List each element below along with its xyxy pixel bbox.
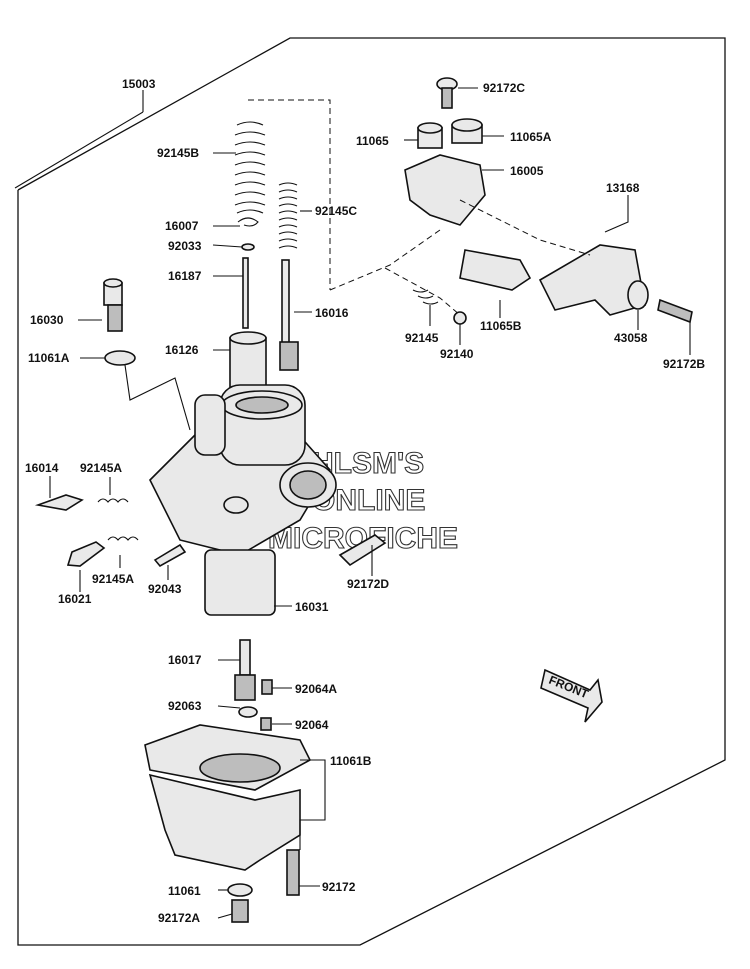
- label-11065: 11065: [356, 134, 389, 148]
- label-16187: 16187: [168, 269, 202, 283]
- label-13168: 13168: [606, 181, 640, 195]
- label-11065b: 11065B: [480, 319, 522, 333]
- assembly-line-1: [248, 99, 331, 290]
- label-92043: 92043: [148, 582, 182, 596]
- label-16007: 16007: [165, 219, 199, 233]
- screw-92172c: [436, 77, 458, 109]
- washer-11061a: [104, 350, 136, 366]
- assembly-line-3: [384, 267, 461, 316]
- assembly-line-4: [459, 199, 591, 256]
- cable-adjuster-16030: [103, 278, 123, 332]
- label-15003: 15003: [122, 77, 156, 91]
- throttle-stop-screw-16021: [66, 536, 139, 567]
- rod-16016: [281, 259, 290, 349]
- label-92145: 92145: [405, 331, 439, 345]
- label-16017: 16017: [168, 653, 202, 667]
- label-92172a: 92172A: [158, 911, 200, 925]
- cap-11065: [417, 122, 443, 149]
- assembly-line-2: [329, 229, 441, 291]
- label-16126: 16126: [165, 343, 199, 357]
- label-16021: 16021: [58, 592, 92, 606]
- washer-43058: [627, 280, 649, 310]
- part-labels: 15003 92172C 11065 11065A 16005 13168 92…: [25, 77, 705, 925]
- screw-92172b: [657, 298, 693, 324]
- label-11061a: 11061A: [28, 351, 70, 365]
- washer-92063: [238, 706, 258, 718]
- label-92172b: 92172B: [663, 357, 705, 371]
- label-92172: 92172: [322, 880, 356, 894]
- jet-needle-16187: [242, 257, 249, 329]
- spring-92145b: [234, 121, 266, 214]
- ball-92140: [453, 311, 467, 325]
- choke-lever-16005: [404, 154, 486, 226]
- cap-11065a: [451, 118, 483, 144]
- label-92145a-bottom: 92145A: [92, 572, 134, 586]
- clip-16007: [237, 217, 259, 227]
- bracket-13168: [538, 244, 646, 316]
- label-11061b: 11061B: [330, 754, 372, 768]
- label-92064a: 92064A: [295, 682, 337, 696]
- throttle-slide-16126: [229, 331, 267, 391]
- assembly-frame: [17, 37, 726, 946]
- label-92172c: 92172C: [483, 81, 525, 95]
- front-arrow: FRONT: [540, 668, 603, 723]
- needle-jet-16017: [234, 639, 256, 701]
- screw-92172: [286, 849, 300, 896]
- float-bowl-11061b: [144, 724, 312, 871]
- screw-92172d: [338, 534, 387, 567]
- label-16030: 16030: [30, 313, 64, 327]
- label-16031: 16031: [295, 600, 329, 614]
- pin-92043: [153, 543, 187, 568]
- pad-11065b: [459, 249, 532, 291]
- carburetor-body: [149, 384, 337, 616]
- label-11061: 11061: [168, 884, 201, 898]
- leader-lines: [14, 87, 691, 919]
- jet-92064a: [261, 679, 273, 695]
- label-92140: 92140: [440, 347, 474, 361]
- label-92064: 92064: [295, 718, 329, 732]
- washer-92033: [241, 243, 255, 251]
- label-92145b: 92145B: [157, 146, 199, 160]
- label-16014: 16014: [25, 461, 59, 475]
- jet-92064: [260, 717, 272, 731]
- label-16016: 16016: [315, 306, 349, 320]
- label-92033: 92033: [168, 239, 202, 253]
- washer-11061: [227, 883, 253, 897]
- pilot-screw-16014: [34, 494, 129, 511]
- label-11065a: 11065A: [510, 130, 552, 144]
- label-92172d: 92172D: [347, 577, 389, 591]
- label-92063: 92063: [168, 699, 202, 713]
- spring-92145c: [278, 182, 298, 249]
- label-92145c: 92145C: [315, 204, 357, 218]
- label-16005: 16005: [510, 164, 544, 178]
- spring-92145: [412, 289, 439, 305]
- label-92145a-top: 92145A: [80, 461, 122, 475]
- label-43058: 43058: [614, 331, 648, 345]
- drain-screw-92172a: [231, 899, 249, 923]
